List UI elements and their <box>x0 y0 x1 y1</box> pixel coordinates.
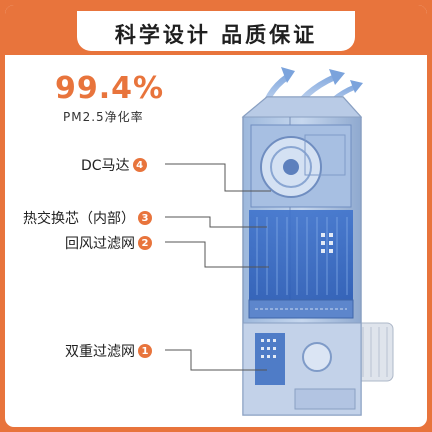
callout-number-badge: 4 <box>132 158 147 172</box>
callout-label: DC马达 <box>81 158 130 174</box>
dc-motor-icon <box>250 124 352 208</box>
leader-line-1 <box>165 349 267 371</box>
callout-label: 热交换芯（内部） <box>23 211 135 227</box>
leader-line-4 <box>165 163 271 192</box>
pm25-rate-value: 99.4% <box>55 71 165 106</box>
callout-number-badge: 1 <box>138 344 152 358</box>
callout-number-badge: 2 <box>138 236 152 250</box>
air-purifier-illustration <box>165 67 394 416</box>
dual-filter-icon <box>242 322 362 416</box>
page-title: 科学设计 品质保证 <box>114 23 318 47</box>
callout-dual-filter: 双重过滤网 1 <box>65 341 152 361</box>
callout-label: 双重过滤网 <box>65 344 135 360</box>
heat-exchanger-icon <box>249 210 353 300</box>
return-filter-icon <box>248 299 354 319</box>
header-pill <box>77 11 355 51</box>
callout-number-badge: 3 <box>138 211 152 225</box>
leader-line-3 <box>165 216 267 228</box>
callout-label: 回风过滤网 <box>65 236 135 252</box>
pm25-rate-label: PM2.5净化率 <box>63 110 144 124</box>
leader-line-2 <box>165 241 269 268</box>
callout-heat-exchanger: 热交换芯（内部） 3 <box>23 208 152 228</box>
callout-dc-motor: DC马达 4 <box>81 155 147 175</box>
callout-return-filter: 回风过滤网 2 <box>65 233 152 253</box>
